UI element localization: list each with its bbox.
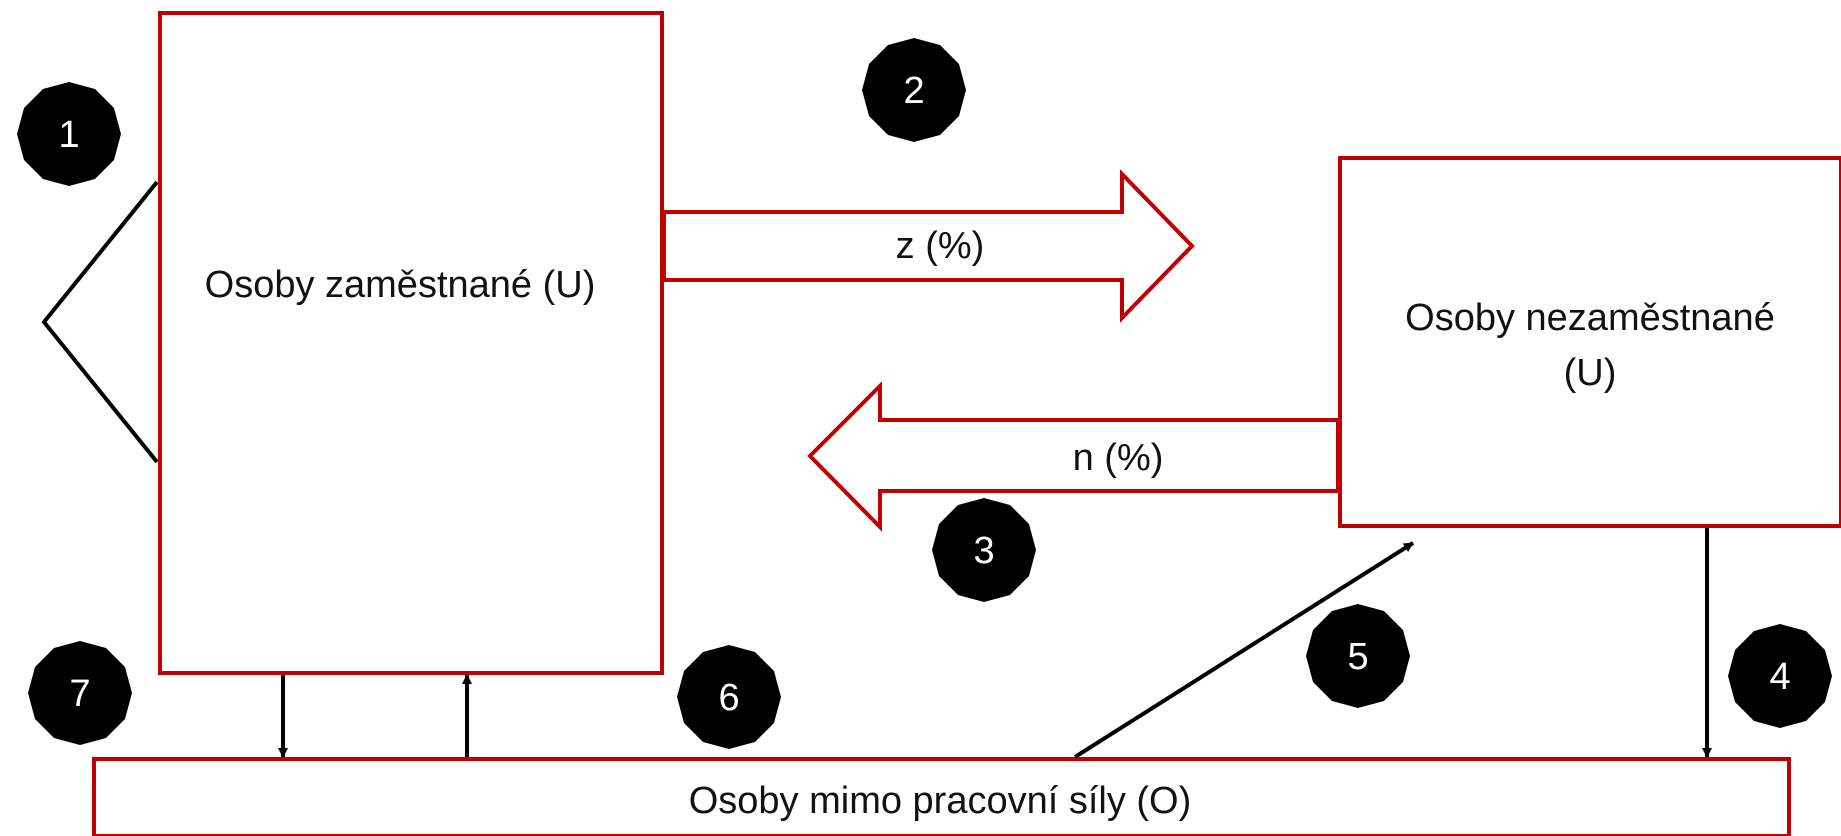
badge-4: 4 — [1728, 624, 1832, 728]
arrow-outside-to-unemployed — [1073, 541, 1415, 759]
unemployed-box — [1338, 156, 1841, 528]
outside-label: Osoby mimo pracovní síly (O) — [689, 780, 1192, 822]
badge-6-number: 6 — [718, 677, 739, 719]
flow-arrow-left — [807, 381, 1340, 532]
employed-self-loop — [41, 180, 159, 464]
unemployed-label-line1: Osoby nezaměstnané — [1405, 297, 1775, 339]
badge-6: 6 — [677, 645, 781, 749]
flow-label-n: n (%) — [1073, 437, 1164, 479]
badge-7: 7 — [28, 641, 132, 745]
badge-2-number: 2 — [903, 70, 924, 112]
employed-label: Osoby zaměstnané (U) — [205, 264, 596, 306]
badge-3-number: 3 — [973, 530, 994, 572]
outside-box — [92, 757, 1791, 836]
badge-2: 2 — [862, 38, 966, 142]
unemployed-label-line2: (U) — [1564, 352, 1617, 394]
badge-1-number: 1 — [58, 114, 79, 156]
badge-5-number: 5 — [1347, 636, 1368, 678]
badge-7-number: 7 — [69, 673, 90, 715]
flow-label-z: z (%) — [896, 225, 985, 267]
badge-5: 5 — [1306, 604, 1410, 708]
employed-box — [158, 11, 664, 675]
badge-4-number: 4 — [1769, 656, 1790, 698]
flow-arrow-right — [662, 169, 1195, 323]
badge-1: 1 — [17, 82, 121, 186]
badge-3: 3 — [932, 498, 1036, 602]
